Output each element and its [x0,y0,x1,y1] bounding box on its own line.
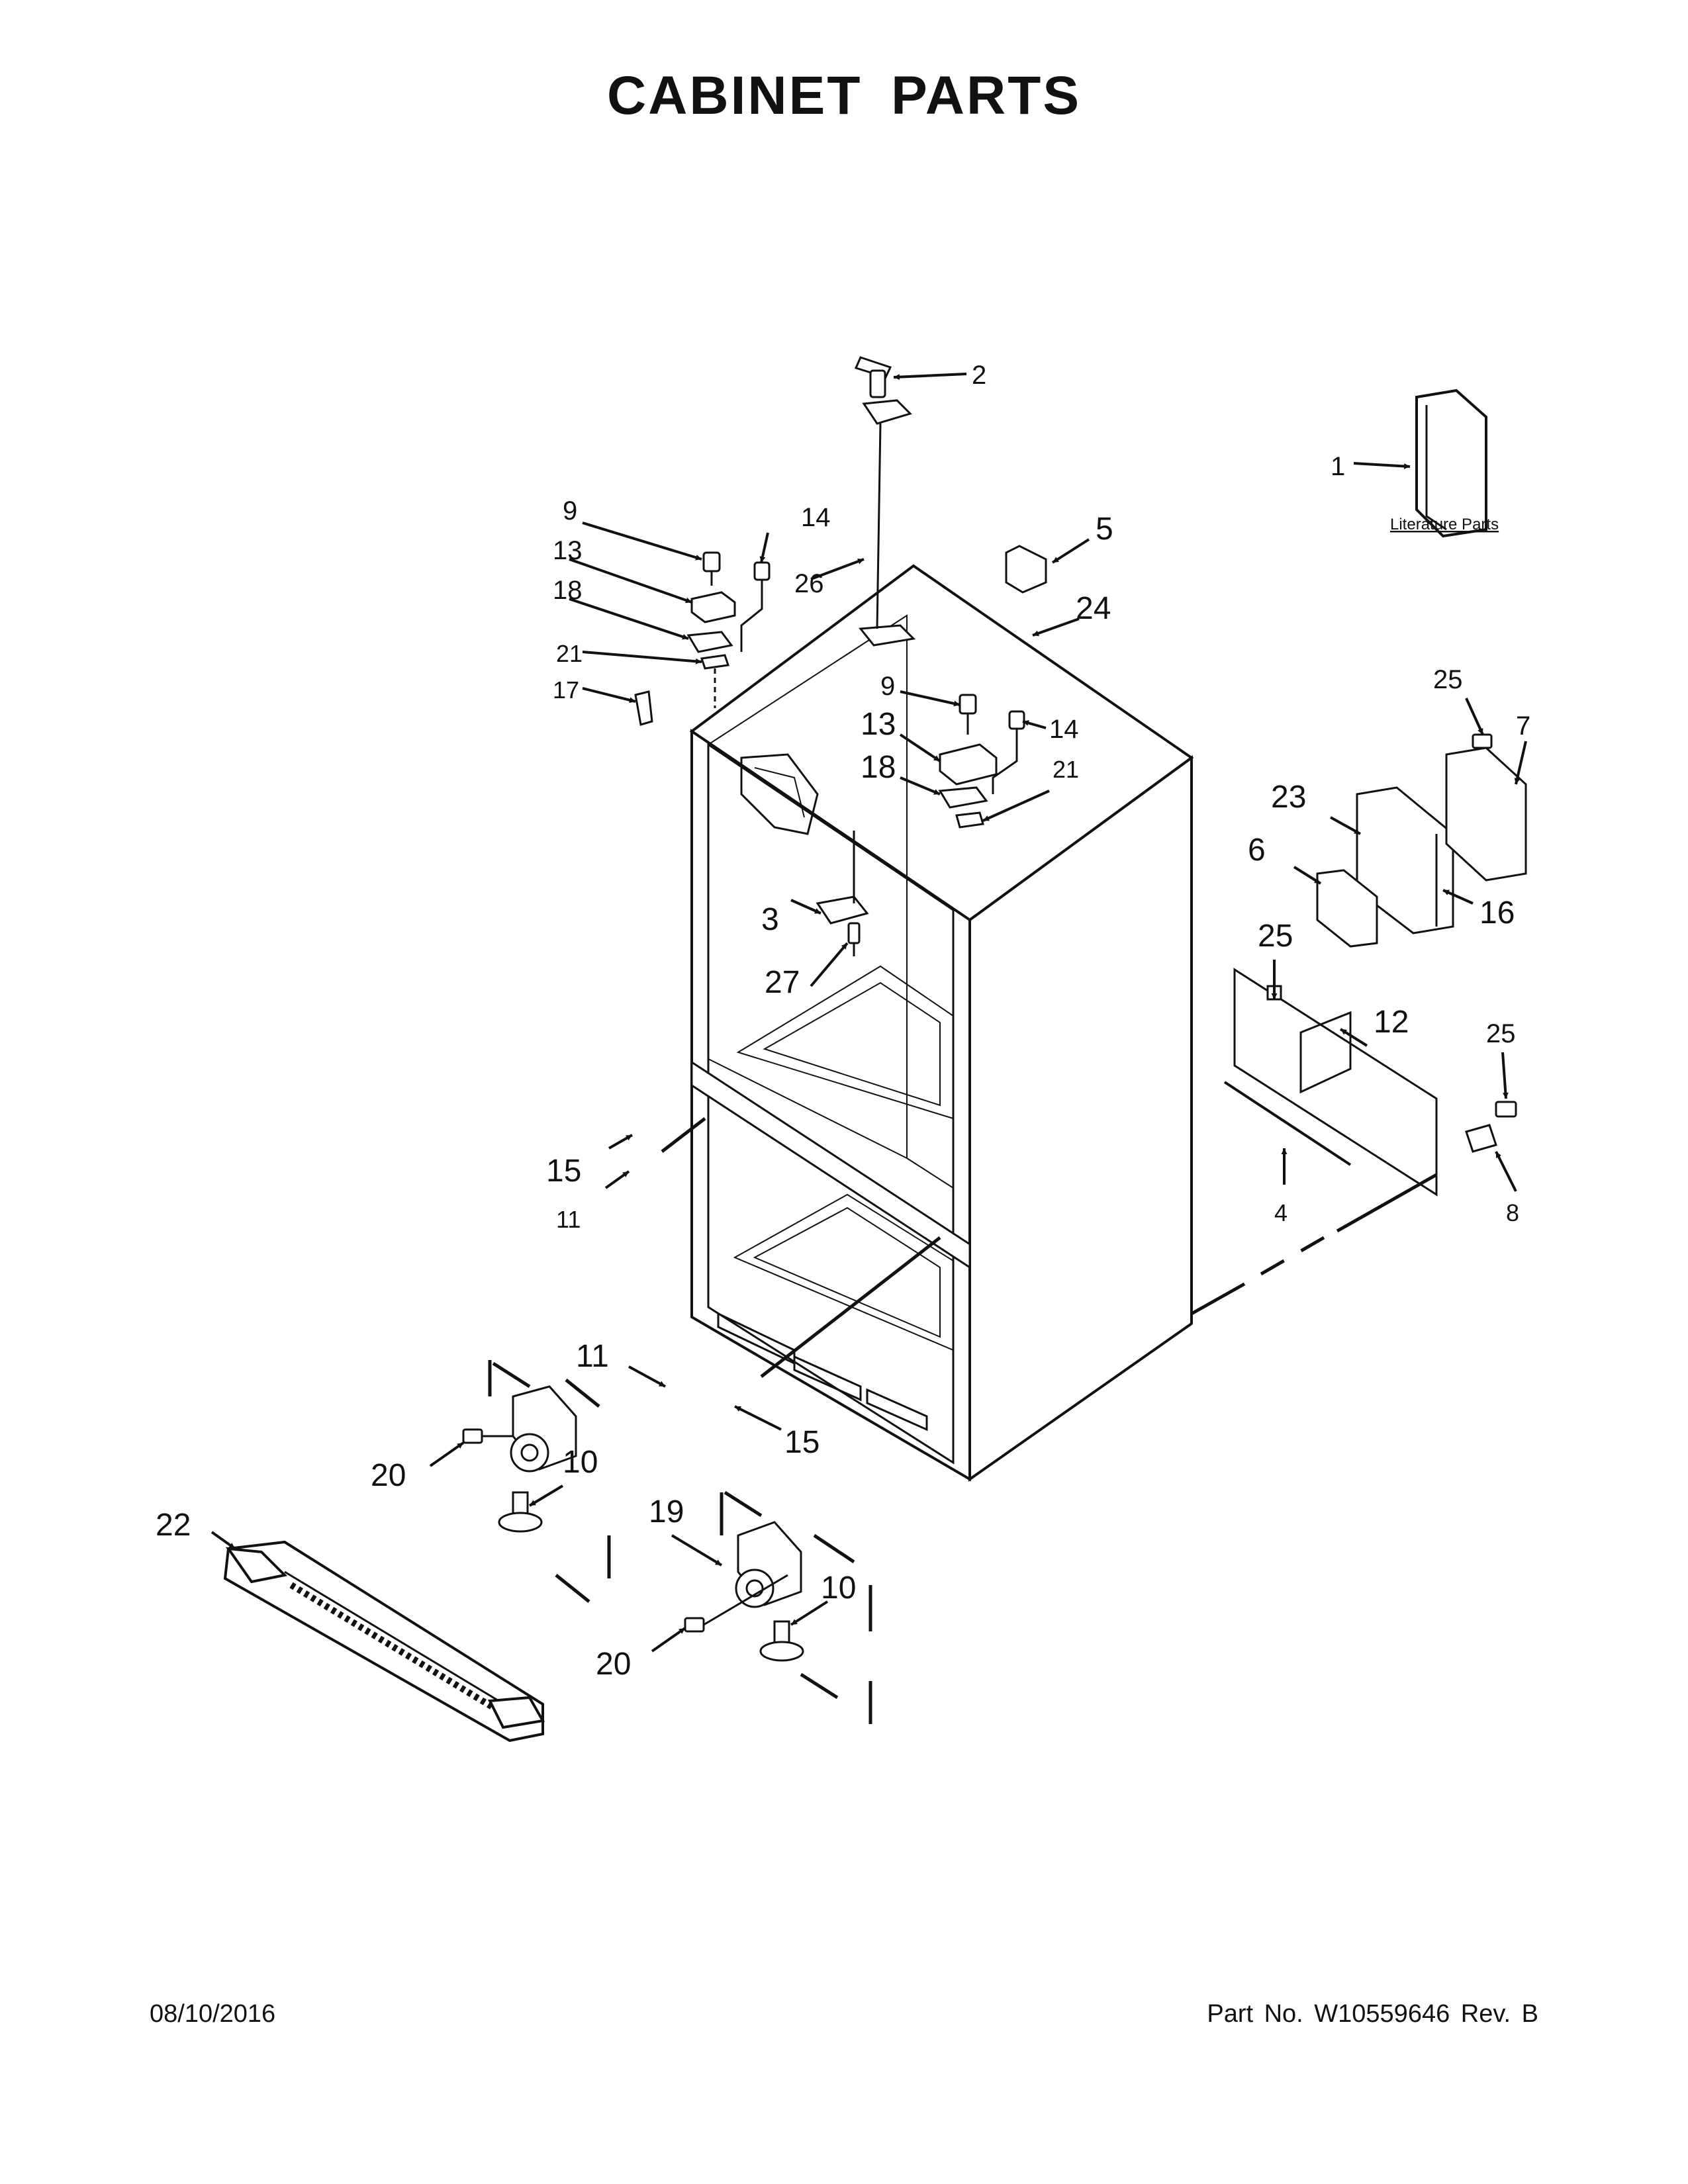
door-stop-clip [1005,545,1047,594]
toe-grille [223,1540,545,1743]
refrigerator-cabinet [689,564,1194,1482]
callout-25a: 25 [1433,665,1463,694]
callout-10a: 10 [563,1445,598,1480]
machine-compartment-cover [1223,968,1517,1197]
callout-9a: 9 [563,496,577,525]
hinge-pin-assembly [854,356,912,629]
control-box-assembly [1316,733,1527,948]
callout-23: 23 [1271,780,1306,815]
literature-parts-booklet [1415,388,1487,538]
callout-26: 26 [794,569,824,598]
callout-11a: 11 [556,1206,581,1233]
callout-25c: 25 [1486,1019,1516,1048]
callout-24: 24 [1076,591,1111,626]
center-hinge-assembly [938,694,1025,829]
callout-11b: 11 [576,1339,609,1374]
callout-19: 19 [649,1494,684,1529]
callout-16: 16 [1479,895,1515,931]
callout-15b: 15 [784,1425,820,1460]
page-title: CABINET PARTS [606,66,1082,126]
callout-20a: 20 [371,1458,406,1493]
assembly-guide-lines [488,1117,1438,1724]
callout-17: 17 [553,676,579,704]
light-bracket-assembly [816,831,869,956]
footer-part-number: Part No. W10559646 Rev. B [1207,2000,1538,2028]
callout-20b: 20 [596,1647,631,1682]
callout-15a: 15 [546,1154,581,1189]
callout-5: 5 [1096,512,1113,547]
callout-7: 7 [1516,711,1530,741]
callout-13a: 13 [553,536,583,565]
callout-18b: 18 [861,750,896,785]
callout-21b: 21 [1053,756,1079,783]
callout-2: 2 [972,361,986,390]
callout-leaders [211,373,1527,1653]
callout-1: 1 [1331,452,1345,481]
callout-4: 4 [1274,1199,1288,1226]
callout-9b: 9 [880,672,895,701]
callout-12: 12 [1374,1005,1409,1040]
callout-21a: 21 [556,640,583,667]
left-hinge-assembly [634,551,771,726]
footer-date: 08/10/2016 [150,2000,276,2028]
callout-labels: 1 2 3 4 5 6 7 8 9 9 10 10 11 11 12 13 13… [156,361,1530,1682]
callout-3: 3 [761,902,779,937]
callout-14a: 14 [801,503,831,532]
right-roller-assembly [684,1521,804,1662]
cabinet-hinge-pad [859,624,916,647]
callout-10b: 10 [821,1570,856,1606]
callout-14b: 14 [1049,715,1079,744]
callout-6: 6 [1248,833,1266,868]
callout-13b: 13 [861,707,896,742]
callout-8: 8 [1506,1199,1519,1226]
callout-18a: 18 [553,576,583,605]
callout-25b: 25 [1258,919,1293,954]
left-roller-assembly [462,1385,577,1533]
callout-22: 22 [156,1508,191,1543]
literature-parts-label: Literature Parts [1390,516,1499,533]
callout-27: 27 [765,965,800,1000]
